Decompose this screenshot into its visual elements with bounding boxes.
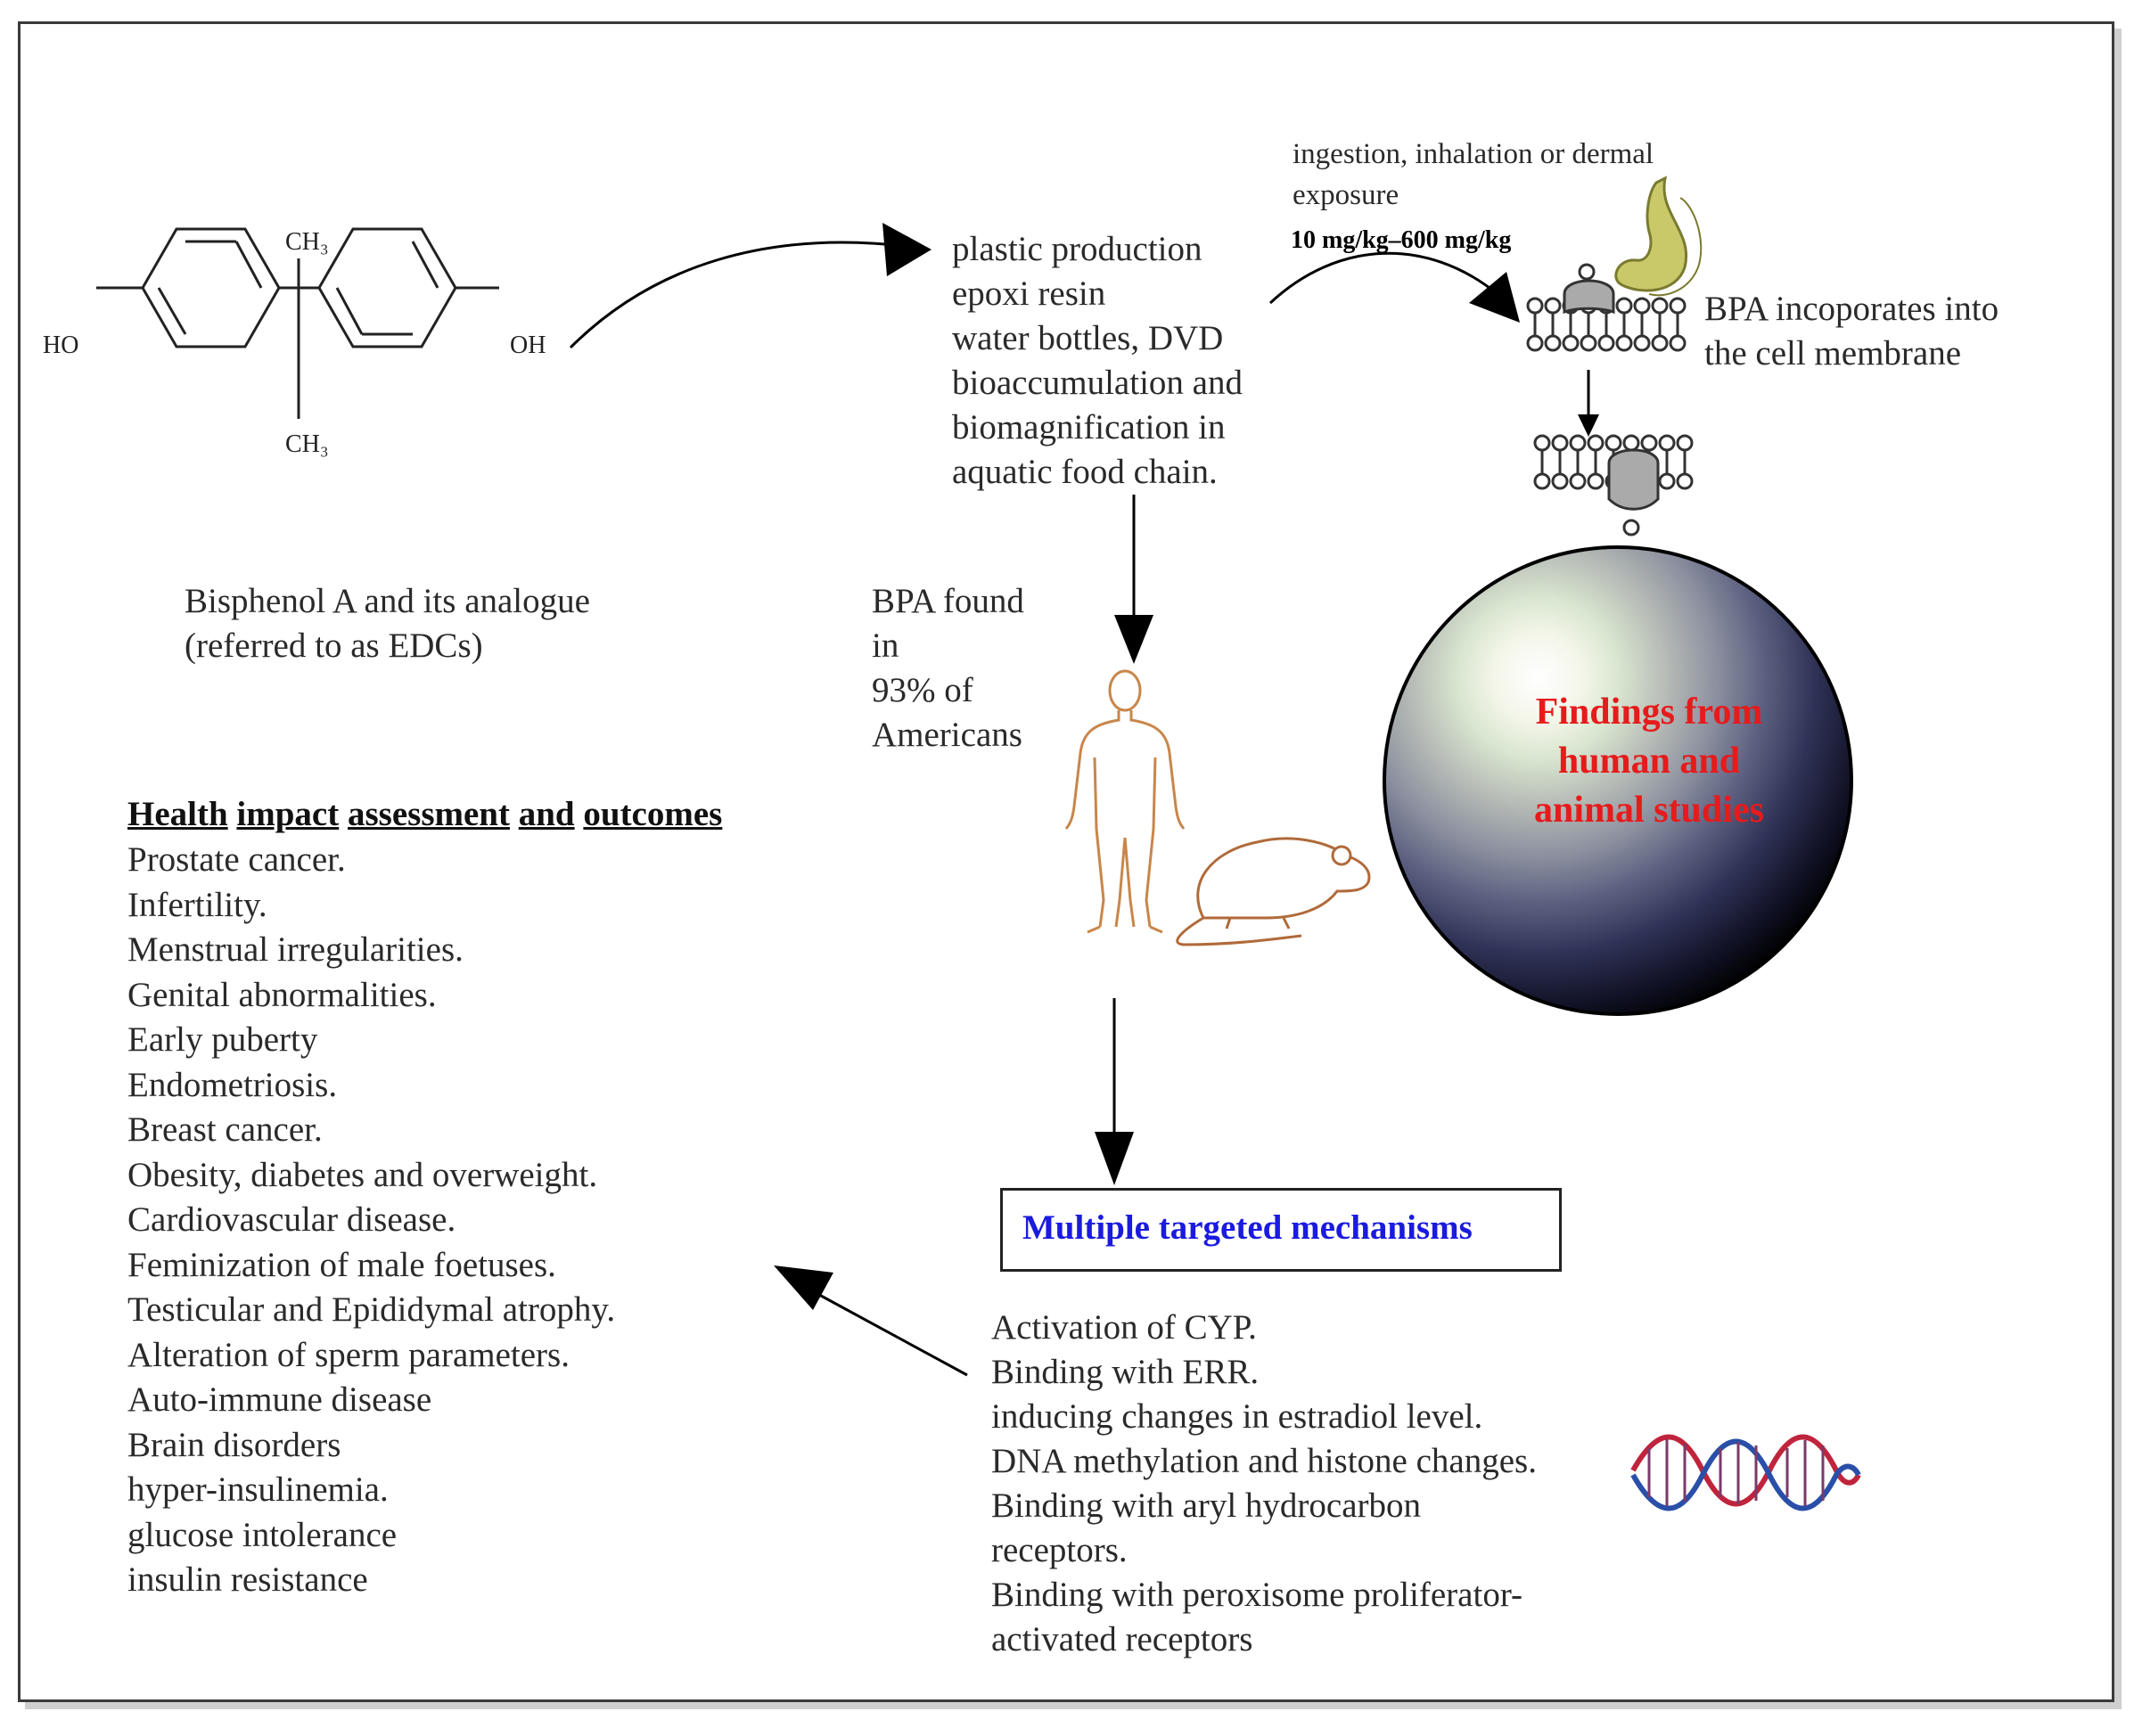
mechanisms-box: Multiple targeted mechanisms bbox=[1000, 1188, 1562, 1272]
health-outcome-item: Brain disorders bbox=[127, 1425, 341, 1464]
health-outcome-item: Genital abnormalities. bbox=[127, 975, 437, 1014]
findings-label-line2: human and bbox=[1557, 741, 1741, 782]
health-outcome-item: Alteration of sperm parameters. bbox=[127, 1335, 570, 1374]
left-benzene-ring bbox=[141, 227, 281, 348]
mechanism-item: DNA methylation and histone changes. bbox=[991, 1442, 1537, 1480]
heading-word: Health bbox=[127, 795, 228, 833]
health-outcome-item: Testicular and Epididymal atrophy. bbox=[127, 1290, 616, 1329]
mechanism-item: activated receptors bbox=[991, 1620, 1253, 1658]
ch3-bottom-label: CH₃ bbox=[285, 430, 329, 458]
ho-label: HO bbox=[43, 332, 79, 359]
oh-label: OH bbox=[510, 332, 546, 359]
health-outcomes-heading: Health impact assessment and outcomes bbox=[127, 791, 722, 838]
health-outcome-item: Prostate cancer. bbox=[127, 840, 346, 879]
prevalence-line: in bbox=[872, 626, 899, 665]
arrow-to-membrane bbox=[1268, 251, 1498, 305]
mechanism-item: Binding with peroxisome proliferator- bbox=[991, 1576, 1523, 1614]
findings-label-line3: animal studies bbox=[1534, 790, 1764, 831]
exposure-route-line1: ingestion, inhalation or dermal bbox=[1293, 138, 1654, 170]
arrow-to-sources bbox=[569, 241, 919, 349]
heading-word: outcomes bbox=[583, 795, 723, 833]
mechanisms-list: Activation of CYP. Binding with ERR. ind… bbox=[991, 1306, 1537, 1662]
source-item: aquatic food chain. bbox=[952, 453, 1218, 491]
prevalence-line: 93% of bbox=[872, 671, 973, 709]
heading-word: impact bbox=[236, 795, 340, 833]
ch3-top-label: CH₃ bbox=[285, 228, 329, 256]
bisphenol-caption-line1: Bisphenol A and its analogue bbox=[185, 582, 590, 620]
health-outcome-item: Cardiovascular disease. bbox=[127, 1200, 456, 1239]
exposure-dose: 10 mg/kg–600 mg/kg bbox=[1291, 226, 1512, 254]
human-figure-icon bbox=[1064, 669, 1186, 934]
health-outcome-item: Early puberty bbox=[127, 1020, 318, 1059]
health-outcome-item: Endometriosis. bbox=[127, 1065, 338, 1104]
source-item: biomagnification in bbox=[952, 408, 1226, 446]
cell-membrane-icon-top bbox=[1526, 279, 1687, 352]
heading-word: and bbox=[518, 795, 575, 833]
mechanism-item: Activation of CYP. bbox=[991, 1308, 1257, 1347]
health-outcomes-list: Health impact assessment and outcomes Pr… bbox=[127, 791, 722, 1603]
dna-helix-icon bbox=[1630, 1434, 1861, 1511]
bisphenol-caption-line2: (referred to as EDCs) bbox=[185, 626, 483, 665]
source-item: water bottles, DVD bbox=[952, 319, 1224, 357]
membrane-text-line2: the cell membrane bbox=[1704, 334, 1962, 373]
mechanism-item: inducing changes in estradiol level. bbox=[991, 1397, 1483, 1436]
source-item: epoxi resin bbox=[952, 274, 1106, 313]
health-outcome-item: Feminization of male foetuses. bbox=[127, 1245, 556, 1284]
heading-word: assessment bbox=[347, 795, 510, 833]
findings-label-line1: Findings from bbox=[1535, 692, 1763, 733]
health-outcome-item: Menstrual irregularities. bbox=[127, 930, 464, 969]
rat-icon bbox=[1176, 837, 1371, 946]
source-item: plastic production bbox=[952, 230, 1202, 268]
health-outcome-item: Breast cancer. bbox=[127, 1110, 323, 1149]
health-outcome-item: Obesity, diabetes and overweight. bbox=[127, 1155, 598, 1194]
health-outcome-item: Infertility. bbox=[127, 885, 267, 924]
mechanisms-title: Multiple targeted mechanisms bbox=[1022, 1208, 1473, 1247]
source-item: bioaccumulation and bbox=[952, 364, 1243, 402]
arrow-to-health-outcomes bbox=[810, 1289, 968, 1377]
findings-label: Findings from human and animal studies bbox=[1444, 688, 1854, 835]
mechanism-item: Binding with ERR. bbox=[991, 1353, 1260, 1391]
bisphenol-a-structure bbox=[96, 227, 499, 419]
mechanism-item: Binding with aryl hydrocarbon bbox=[991, 1486, 1421, 1525]
right-benzene-ring bbox=[317, 227, 457, 348]
health-outcome-item: hyper-insulinemia. bbox=[127, 1470, 389, 1509]
findings-sphere bbox=[1383, 545, 1853, 1016]
health-outcome-item: glucose intolerance bbox=[127, 1515, 398, 1554]
prevalence-line: BPA found bbox=[872, 582, 1024, 620]
prevalence-line: Americans bbox=[872, 716, 1022, 754]
cell-membrane-icon-bottom bbox=[1533, 434, 1694, 511]
health-outcome-item: insulin resistance bbox=[127, 1560, 368, 1599]
health-outcome-item: Auto-immune disease bbox=[127, 1380, 432, 1419]
exposure-route-line2: exposure bbox=[1293, 179, 1399, 211]
stomach-icon bbox=[1614, 176, 1703, 297]
membrane-text-line1: BPA incoporates into bbox=[1704, 290, 1999, 328]
mechanism-item: receptors. bbox=[991, 1531, 1128, 1569]
